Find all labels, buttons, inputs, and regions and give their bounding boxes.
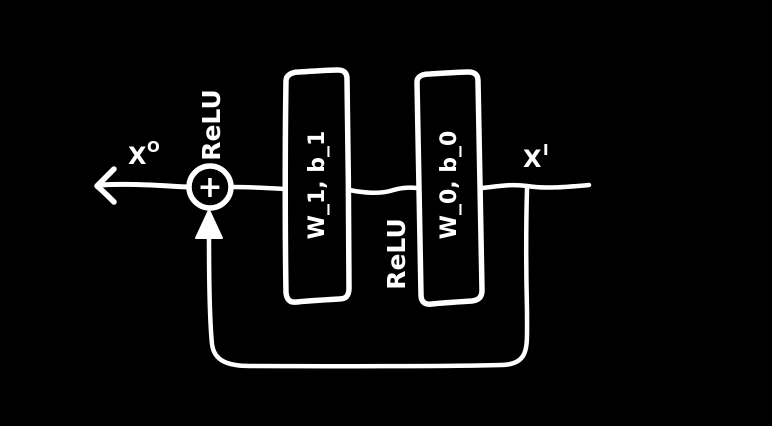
output-arrowhead-icon: [94, 166, 117, 205]
input-label-superscript: I: [543, 141, 549, 159]
sum-to-layer1-line: [229, 184, 288, 192]
sum-symbol: +: [197, 170, 222, 205]
inter-layer-line: [346, 185, 420, 196]
output-signal-label: X O: [128, 138, 160, 170]
input-line: [479, 182, 592, 191]
layer0-label: W_0, b_0: [437, 131, 462, 240]
sum-node-icon: [186, 163, 234, 211]
relu-output-label: ReLU: [197, 89, 226, 161]
input-signal-label: X I: [523, 141, 549, 173]
output-label-base: X: [128, 142, 147, 170]
input-label-base: X: [523, 145, 542, 173]
output-label-superscript: O: [147, 138, 160, 156]
layer1-label: W_1, b_1: [305, 131, 330, 240]
layer1-box: [282, 67, 352, 305]
skip-connection-line: [206, 186, 530, 369]
skip-arrowhead-icon: [195, 209, 223, 239]
output-line: [97, 181, 192, 190]
layer0-box: [414, 69, 485, 307]
relu-hidden-label: ReLU: [382, 218, 411, 290]
